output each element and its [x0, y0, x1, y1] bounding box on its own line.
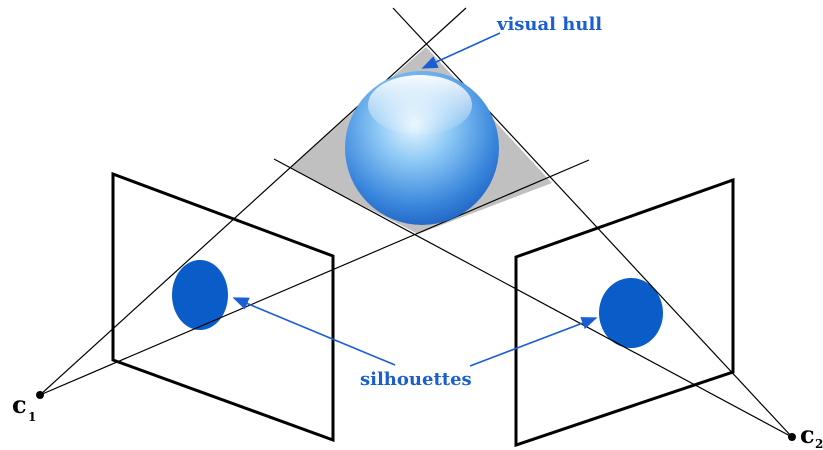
visual-hull-arrow: [421, 32, 501, 69]
camera-c1-label: c: [12, 390, 27, 419]
ray-c1-lower: [39, 159, 590, 396]
image-plane-right: [514, 177, 735, 448]
silhouette-right: [599, 278, 663, 348]
visual-hull-label: visual hull: [496, 14, 602, 35]
ray-c1-upper: [39, 7, 467, 396]
camera-c2-label: c: [800, 420, 815, 449]
image-plane-left: [111, 171, 335, 443]
silhouette-arrow-right: [469, 317, 598, 367]
ray-c2-lower: [273, 158, 793, 438]
camera-c1-point: [36, 391, 44, 399]
ray-c2-upper: [392, 7, 793, 438]
silhouette-arrow-left: [232, 297, 396, 366]
camera-c2-subscript: 2: [815, 437, 823, 450]
silhouette-left: [172, 260, 228, 330]
silhouettes-label: silhouettes: [360, 369, 472, 390]
camera-c2-point: [788, 433, 796, 441]
sphere-highlight: [368, 75, 472, 135]
camera-c1-subscript: 1: [28, 410, 36, 424]
